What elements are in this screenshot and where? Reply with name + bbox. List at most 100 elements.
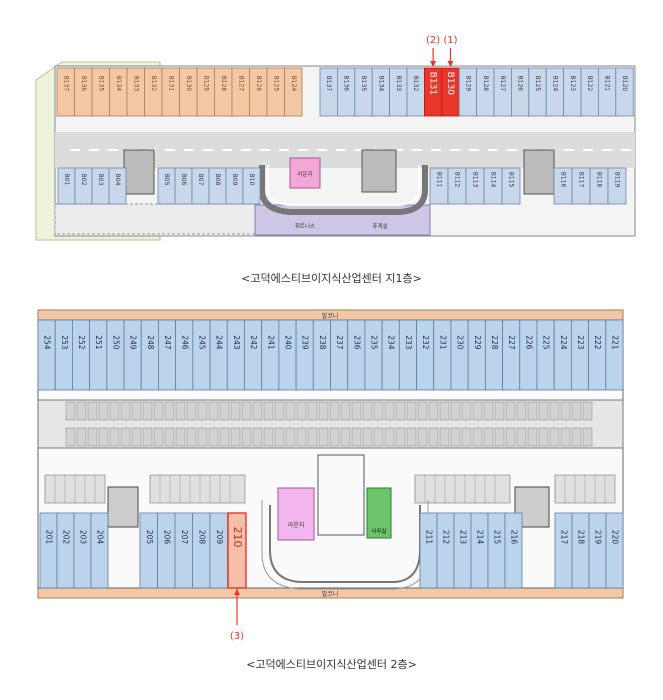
parking-stall (395, 427, 406, 447)
unit-240-box (278, 319, 297, 391)
parking-stall (307, 401, 318, 421)
unit-b126-orange-label: B126 (255, 76, 262, 92)
caption-second-floor: <고덕에스티브이지식산업센터 2층> (246, 658, 417, 671)
lane-marking (564, 149, 574, 151)
parking-stall (549, 401, 560, 421)
parking-block (149, 474, 246, 504)
parking-stall (65, 427, 76, 447)
unit-212-box (436, 512, 455, 589)
unit-222: 222 (588, 319, 607, 391)
unit-252-box (72, 319, 91, 391)
parking-stall (406, 401, 417, 421)
parking-stall (296, 401, 307, 421)
unit-b115-label: B115 (508, 172, 515, 188)
parking-stall (142, 427, 153, 447)
unit-b136-label: B136 (343, 76, 350, 92)
unit-b125-orange-label: B125 (272, 76, 279, 92)
unit-252-label: 252 (77, 335, 86, 350)
unit-b115: B115 (501, 167, 521, 205)
marker-3: (3) (230, 631, 244, 642)
lane-marking (203, 149, 213, 151)
unit-b128-orange: B128 (214, 67, 233, 117)
unit-219-box (588, 512, 607, 589)
unit-208: 208 (192, 512, 211, 589)
lane-marking (108, 149, 118, 151)
unit-b137-orange: B137 (56, 67, 75, 117)
parking-stall (428, 427, 439, 447)
unit-206-label: 206 (162, 530, 171, 545)
lane-marking (70, 149, 80, 151)
unit-251: 251 (89, 319, 108, 391)
unit-b122-label: B122 (586, 76, 593, 92)
unit-b10-label: B10 (248, 174, 255, 186)
unit-b04-box (108, 167, 127, 205)
unit-227-box (502, 319, 521, 391)
unit-b06-label: B06 (180, 174, 187, 186)
ramp (259, 165, 428, 215)
parking-stall (582, 401, 593, 421)
unit-b02: B02 (74, 167, 93, 205)
parking-stall (98, 427, 109, 447)
parking-stall (175, 427, 186, 447)
marker-arrow (430, 61, 437, 67)
parking-stall (560, 401, 571, 421)
unit-215-label: 215 (493, 530, 502, 545)
unit-b120: B120 (615, 67, 634, 117)
parking-stall (109, 401, 120, 421)
unit-b123: B123 (563, 67, 582, 117)
parking-stall (120, 401, 131, 421)
unit-202: 202 (56, 512, 75, 589)
parking-stall (186, 401, 197, 421)
unit-b126-orange: B126 (249, 67, 268, 117)
unit-253-label: 253 (60, 335, 69, 350)
marker-arrow (447, 61, 454, 67)
unit-b125-label: B125 (534, 76, 541, 92)
parking-stall (571, 401, 582, 421)
core-a (107, 486, 139, 528)
unit-b04: B04 (108, 167, 127, 205)
unit-b05-label: B05 (163, 174, 170, 186)
unit-b131: B131 (423, 67, 443, 117)
unit-b01: B01 (57, 167, 76, 205)
parking-stall (131, 427, 142, 447)
unit-249-label: 249 (129, 335, 138, 350)
unit-208-box (192, 512, 211, 589)
unit-b124-orange: B124 (284, 67, 303, 117)
marker-1: (1) (443, 35, 457, 46)
unit-234-box (381, 319, 400, 391)
unit-247-box (158, 319, 177, 391)
unit-232: 232 (416, 319, 435, 391)
unit-b127-orange: B127 (231, 67, 250, 117)
unit-b114-label: B114 (490, 172, 497, 188)
parking-stall (263, 401, 274, 421)
unit-201: 201 (39, 512, 58, 589)
parking-stall (373, 427, 384, 447)
unit-250: 250 (106, 319, 125, 391)
parking-stall (307, 427, 318, 447)
parking-stall (208, 401, 219, 421)
unit-b114: B114 (483, 167, 503, 205)
unit-253-box (54, 319, 73, 391)
parking-stall (461, 427, 472, 447)
lane-marking (89, 149, 99, 151)
lane-marking (450, 149, 460, 151)
unit-203: 203 (73, 512, 92, 589)
unit-b133-orange: B133 (126, 67, 145, 117)
unit-212: 212 (436, 512, 455, 589)
parking-stall (549, 427, 560, 447)
unit-b119-box (607, 167, 627, 205)
unit-254-box (37, 319, 56, 391)
unit-b111: B111 (429, 167, 449, 205)
unit-209: 209 (209, 512, 228, 589)
unit-b126-label: B126 (517, 76, 524, 92)
parking-stall (65, 401, 76, 421)
unit-b133-orange-label: B133 (132, 76, 139, 92)
unit-b07-label: B07 (197, 174, 204, 186)
unit-b08: B08 (208, 167, 227, 205)
unit-b01-label: B01 (63, 174, 70, 186)
parking-stall (296, 427, 307, 447)
unit-202-label: 202 (62, 530, 71, 545)
unit-b116-label: B116 (560, 172, 567, 188)
lane-marking (621, 149, 631, 151)
unit-b09-label: B09 (231, 174, 238, 186)
